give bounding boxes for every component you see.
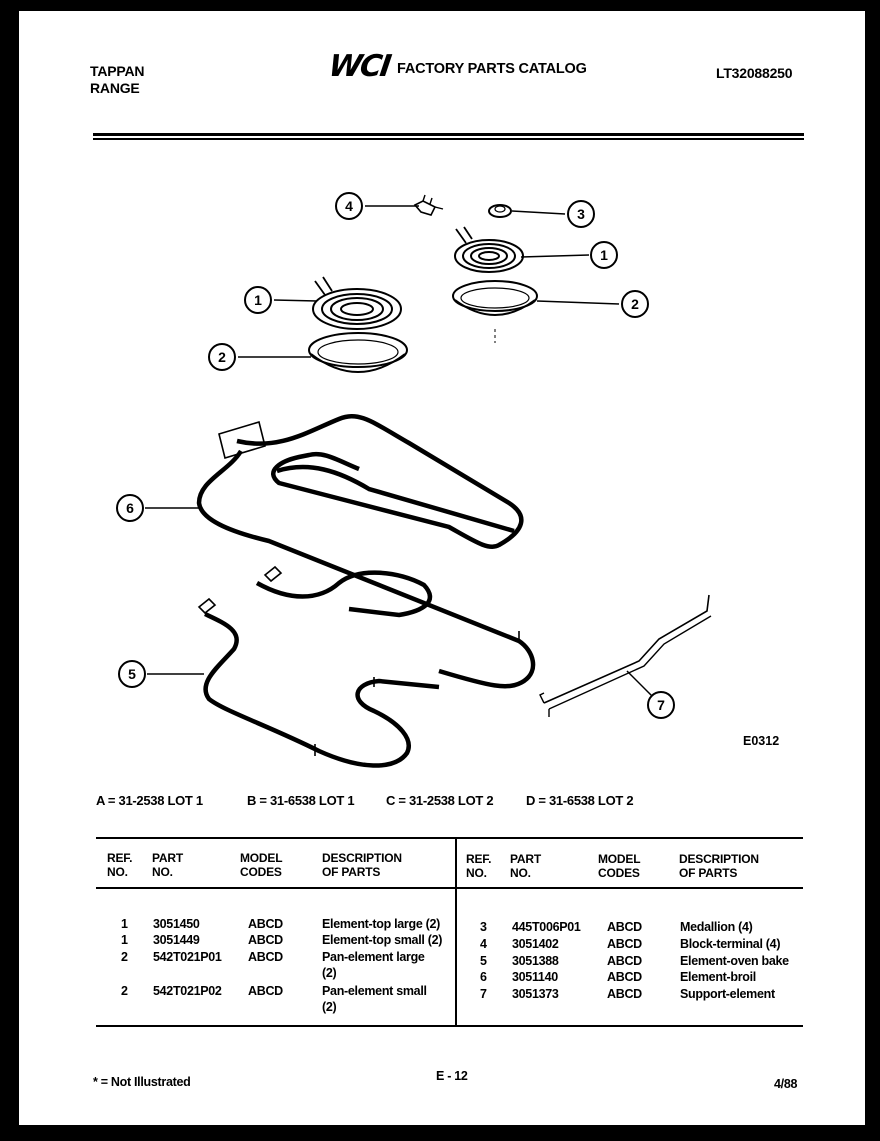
block-terminal-part bbox=[413, 194, 444, 216]
bake-element-part bbox=[197, 565, 520, 768]
model-code-a: A = 31-2538 LOT 1 bbox=[96, 793, 203, 808]
parts-diagram: 4 3 1 1 2 2 6 5 7 E0312 bbox=[116, 192, 779, 768]
support-element-part bbox=[539, 594, 712, 717]
diagram-code: E0312 bbox=[743, 734, 779, 748]
header-rule-bottom bbox=[93, 138, 804, 140]
broil-element-part bbox=[196, 414, 536, 689]
table-rule-bottom bbox=[96, 1025, 803, 1027]
table-rule-top bbox=[96, 837, 803, 839]
callout-2-left: 2 bbox=[218, 349, 226, 365]
callout-6: 6 bbox=[126, 500, 134, 516]
model-code-d: D = 31-6538 LOT 2 bbox=[526, 793, 634, 808]
brand-name: TAPPAN bbox=[90, 63, 145, 79]
page-number: E - 12 bbox=[436, 1069, 468, 1083]
table-rule-header bbox=[96, 887, 803, 889]
model-code-c: C = 31-2538 LOT 2 bbox=[386, 793, 494, 808]
model-code-b: B = 31-6538 LOT 1 bbox=[247, 793, 355, 808]
pan-small-part bbox=[452, 280, 538, 343]
callout-1-left: 1 bbox=[254, 292, 262, 308]
catalog-page: TAPPAN RANGE WCI FACTORY PARTS CATALOG L… bbox=[19, 11, 865, 1125]
top-element-large-part bbox=[312, 276, 402, 330]
callout-5: 5 bbox=[128, 666, 136, 682]
pan-large-part bbox=[308, 332, 408, 373]
callout-4: 4 bbox=[345, 198, 353, 214]
header-rule-top bbox=[93, 133, 804, 136]
model-number: LT32088250 bbox=[716, 65, 793, 81]
not-illustrated-note: * = Not Illustrated bbox=[93, 1075, 191, 1089]
catalog-title: FACTORY PARTS CATALOG bbox=[397, 61, 587, 77]
callout-7: 7 bbox=[657, 697, 665, 713]
table-divider bbox=[455, 837, 457, 1027]
product-name: RANGE bbox=[90, 80, 140, 96]
header-ref-left: REF.NO. bbox=[107, 851, 133, 879]
header-ref-right: REF.NO. bbox=[466, 852, 492, 880]
medallion-part bbox=[488, 204, 512, 218]
catalog-date: 4/88 bbox=[774, 1077, 798, 1091]
top-element-small-part bbox=[454, 226, 524, 273]
callout-1-right: 1 bbox=[600, 247, 608, 263]
brand-block: TAPPAN RANGE bbox=[90, 63, 144, 97]
callout-3: 3 bbox=[577, 206, 585, 222]
callout-2-right: 2 bbox=[631, 296, 639, 312]
